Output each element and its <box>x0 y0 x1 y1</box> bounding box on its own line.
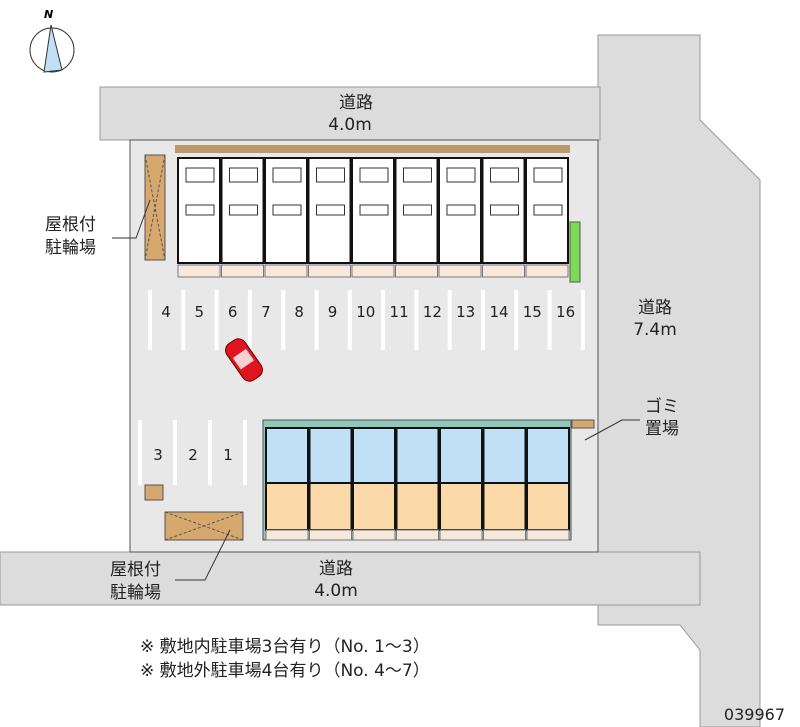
road-bottom-width: 4.0m <box>314 581 358 601</box>
unit <box>395 427 440 541</box>
bike-bottom-label-2: 駐輪場 <box>110 583 161 603</box>
unit <box>264 157 308 278</box>
unit <box>307 157 352 278</box>
bike-top-label-2: 駐輪場 <box>45 238 96 258</box>
parking-space-number: 8 <box>294 303 304 321</box>
parking-space-number: 4 <box>161 303 171 321</box>
hedge <box>569 221 581 283</box>
north-label: N <box>44 8 53 21</box>
parking-space-number: 16 <box>556 303 575 321</box>
property-code: 039967 <box>724 705 785 724</box>
parking-space-number: 5 <box>195 303 205 321</box>
parking-space-number: 2 <box>188 446 198 464</box>
note-outside-parking: ※ 敷地外駐車場4台有り（No. 4～7） <box>140 661 430 681</box>
parking-space-number: 13 <box>456 303 475 321</box>
unit <box>220 157 265 278</box>
parking-space-number: 14 <box>489 303 508 321</box>
unit <box>482 427 527 541</box>
road-bottom <box>0 551 701 606</box>
parking-space-number: 6 <box>228 303 238 321</box>
building-top <box>177 157 569 278</box>
unit <box>394 157 439 278</box>
road-right-name: 道路 <box>638 298 672 318</box>
unit <box>526 427 570 541</box>
unit <box>352 427 396 541</box>
garbage-label-2: 置場 <box>645 419 679 439</box>
bike-rack <box>144 484 164 501</box>
bike-bottom-label-1: 屋根付 <box>110 560 161 580</box>
road-top-name: 道路 <box>339 93 373 113</box>
unit <box>438 157 482 278</box>
unit <box>525 157 569 278</box>
garbage-label-1: ゴミ <box>645 396 679 417</box>
parking-space-number: 3 <box>153 446 163 464</box>
parking-space-number: 12 <box>423 303 442 321</box>
walkway-top <box>175 145 570 153</box>
building-bottom <box>262 419 572 541</box>
unit <box>308 427 353 541</box>
road-right-width: 7.4m <box>633 320 677 340</box>
parking-space-number: 9 <box>328 303 338 321</box>
unit <box>481 157 526 278</box>
parking-space-number: 1 <box>223 446 233 464</box>
road-top <box>99 86 601 141</box>
note-inside-parking: ※ 敷地内駐車場3台有り（No. 1～3） <box>140 637 430 657</box>
parking-space-number: 7 <box>261 303 271 321</box>
bike-top-label-1: 屋根付 <box>45 215 96 235</box>
road-top-width: 4.0m <box>328 115 372 135</box>
unit <box>439 427 483 541</box>
road-right <box>597 34 761 727</box>
unit <box>177 157 221 278</box>
car-icon <box>225 338 263 382</box>
unit <box>265 427 309 541</box>
compass-icon: N <box>29 8 75 73</box>
parking-space-number: 11 <box>390 303 409 321</box>
unit <box>351 157 395 278</box>
road-bottom-name: 道路 <box>319 559 353 579</box>
garbage-area <box>571 419 595 429</box>
parking-space-number: 10 <box>356 303 375 321</box>
parking-space-number: 15 <box>523 303 542 321</box>
